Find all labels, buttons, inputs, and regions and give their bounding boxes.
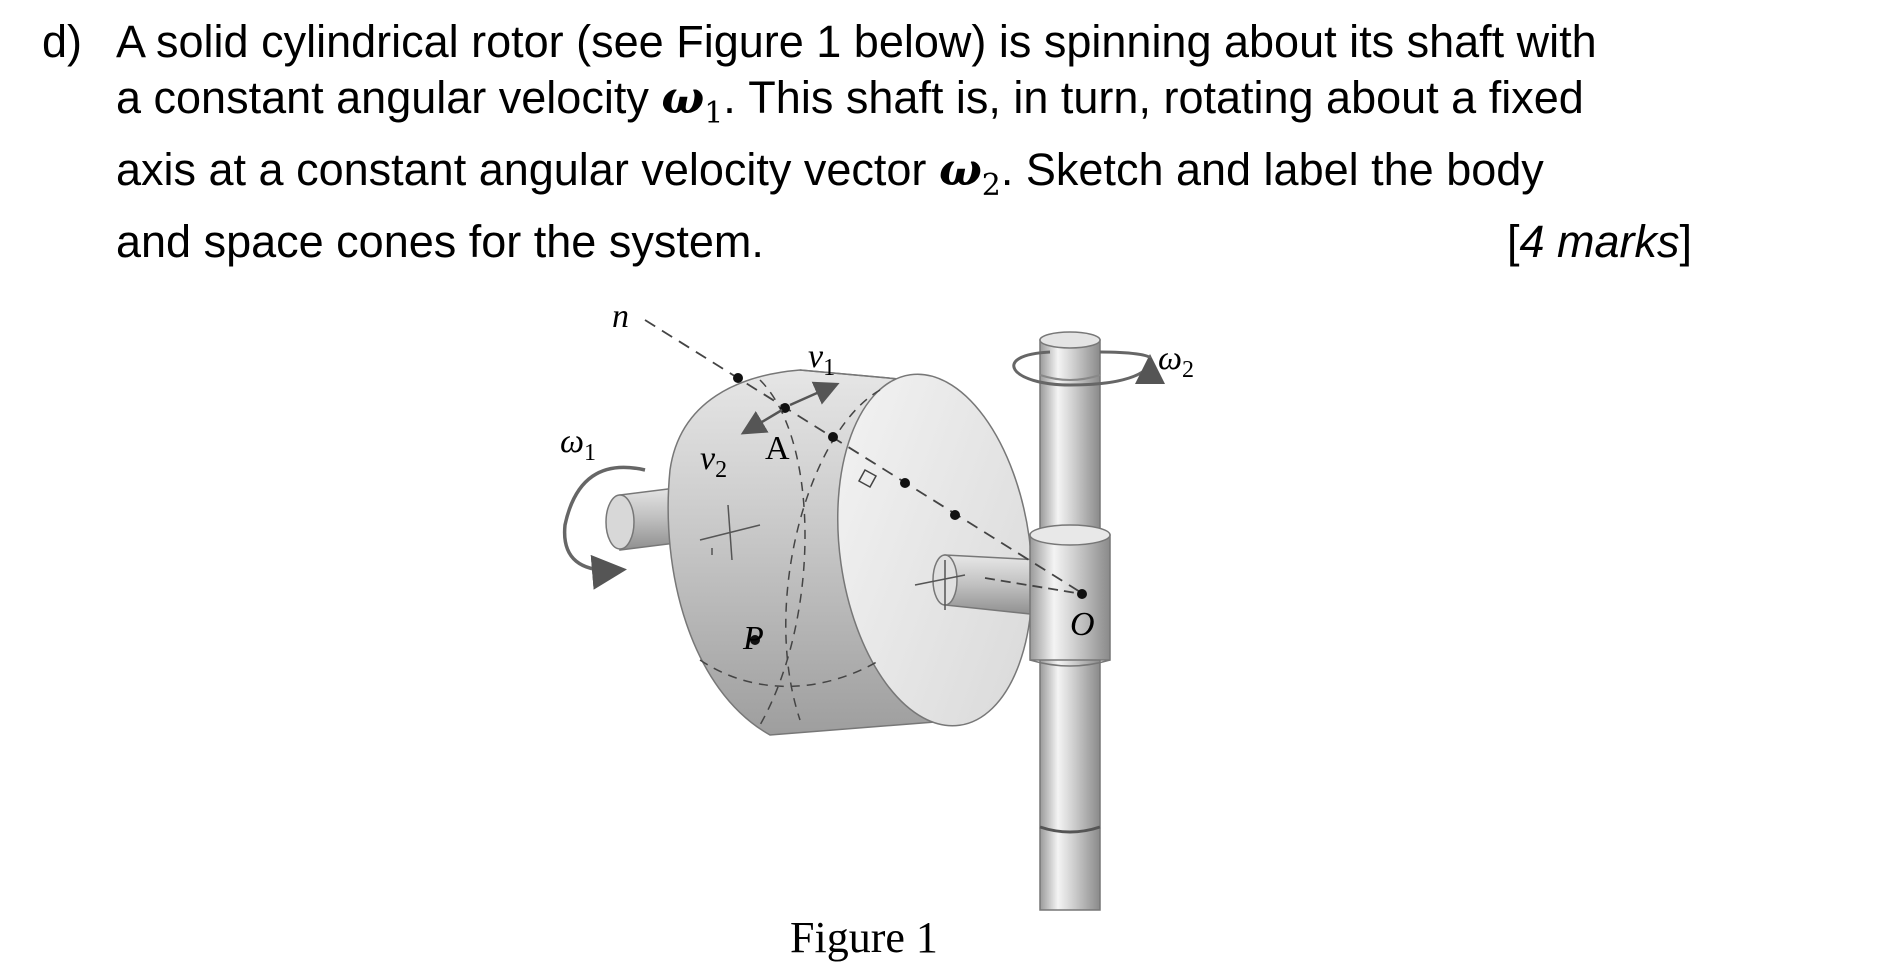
omega1-subscript: 1 <box>704 96 724 131</box>
line4-text: and space cones for the system. <box>116 216 764 267</box>
right-angle-marker <box>857 468 878 489</box>
v2-arrow <box>740 408 783 435</box>
label-v2: v2 <box>700 440 728 484</box>
line2-text-before: a constant angular velocity <box>116 72 649 123</box>
question-text: d) A solid cylindrical rotor (see Figure… <box>42 14 1722 270</box>
rotor-shaft <box>914 554 1041 616</box>
omega2-rotation-arrow <box>1012 350 1165 387</box>
label-point-A: A <box>765 430 790 467</box>
label-point-P: P <box>743 620 764 657</box>
label-v1: v1 <box>808 338 836 382</box>
label-omega1: ω1 <box>560 423 597 467</box>
line3-text-before: axis at a constant angular velocity vect… <box>116 144 927 195</box>
question-body: A solid cylindrical rotor (see Figure 1 … <box>116 14 1722 270</box>
label-n: n <box>612 298 629 335</box>
axis-points <box>733 373 1087 645</box>
rotor-cylinder <box>667 369 1033 736</box>
line3-text-after: . Sketch and label the body <box>1000 144 1544 195</box>
figure-caption: Figure 1 <box>790 913 938 962</box>
question-line-3: axis at a constant angular velocity vect… <box>116 142 1722 214</box>
marks-badge: [4 marks] <box>1506 216 1692 267</box>
label-point-O: O <box>1070 606 1095 643</box>
shaft-collar <box>1029 524 1111 667</box>
question-label: d) <box>42 16 83 67</box>
line2-text-after: . This shaft is, in turn, rotating about… <box>723 72 1584 123</box>
question-line-4: and space cones for the system. [4 marks… <box>116 214 1722 270</box>
omega2-subscript: 2 <box>981 168 1001 203</box>
n-axis-line <box>644 319 1086 596</box>
question-line-2: a constant angular velocity ω1. This sha… <box>116 70 1722 142</box>
omega2-symbol: ω2 <box>938 143 1001 203</box>
label-omega2: ω2 <box>1158 340 1195 384</box>
omega1-rotation-arrow <box>562 465 646 590</box>
question-line-1: A solid cylindrical rotor (see Figure 1 … <box>116 16 1597 67</box>
v1-arrow <box>789 381 840 407</box>
figure-1-diagram <box>562 319 1165 911</box>
spin-axis-line <box>984 577 1083 595</box>
omega1-symbol: ω1 <box>661 71 724 131</box>
